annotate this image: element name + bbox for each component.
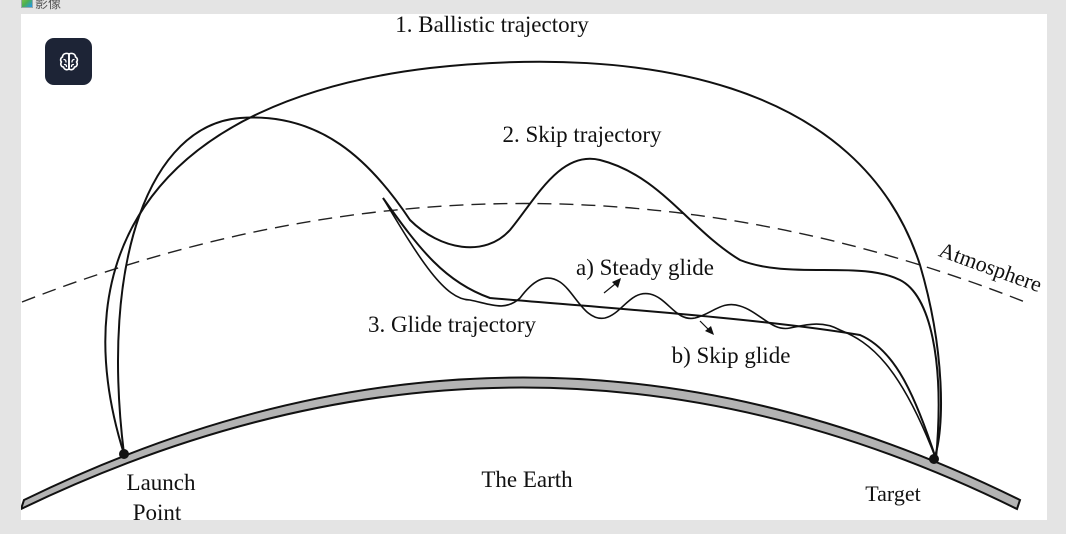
steady-glide-arrowhead (612, 278, 621, 288)
atmosphere-boundary (21, 202, 1026, 303)
ai-assistant-button[interactable] (45, 38, 92, 85)
target-marker (929, 454, 939, 464)
ballistic-trajectory (104, 60, 943, 460)
atmosphere-label: Atmosphere (936, 237, 1046, 297)
launch-point-marker (119, 449, 129, 459)
skip-glide-trajectory (382, 197, 937, 460)
broken-image-icon (21, 0, 33, 8)
skip-glide-arrowhead (705, 326, 714, 335)
ballistic-trajectory-label: 1. Ballistic trajectory (395, 14, 589, 37)
steady-glide-label: a) Steady glide (576, 255, 714, 280)
point-label: Point (133, 500, 182, 520)
earth-surface (21, 376, 1022, 511)
broken-image: 影像 (21, 0, 61, 10)
figure-panel: 1. Ballistic trajectory 2. Skip trajecto… (21, 14, 1047, 520)
skip-trajectory-label: 2. Skip trajectory (502, 122, 662, 147)
trajectory-diagram: 1. Ballistic trajectory 2. Skip trajecto… (21, 14, 1046, 520)
skip-trajectory (117, 116, 940, 460)
skip-glide-label: b) Skip glide (672, 343, 791, 368)
brain-icon (59, 52, 78, 70)
earth-label: The Earth (481, 467, 573, 492)
steady-glide-trajectory (382, 197, 937, 460)
target-label: Target (865, 481, 920, 506)
glide-trajectory-label: 3. Glide trajectory (368, 312, 536, 337)
launch-label: Launch (127, 470, 196, 495)
image-alt-text: 影像 (35, 0, 62, 10)
